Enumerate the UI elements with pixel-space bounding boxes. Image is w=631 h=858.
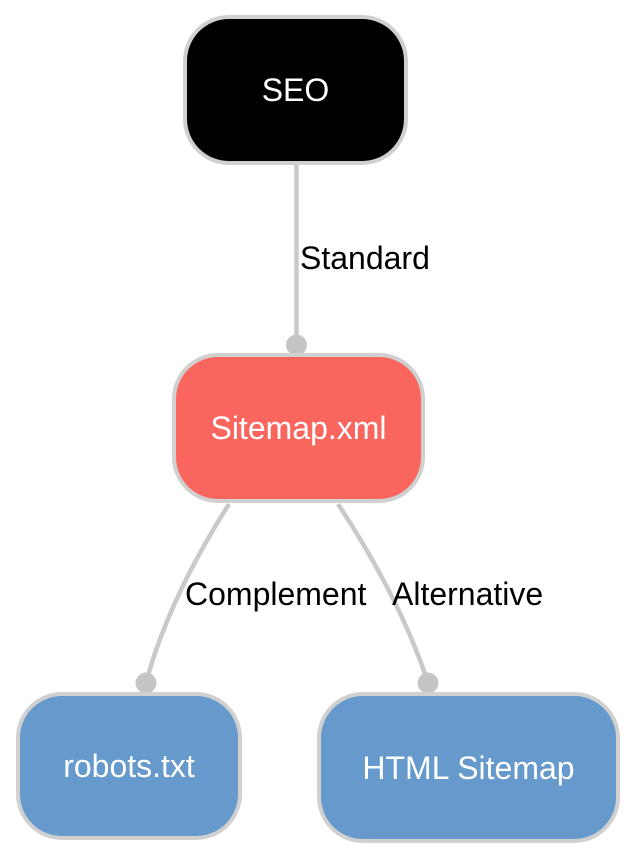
- edge-sitemap-robots: [143, 502, 231, 684]
- edge-label-standard: Standard: [300, 240, 430, 276]
- node-html-sitemap: HTML Sitemap: [317, 692, 620, 843]
- node-seo-label: SEO: [261, 72, 330, 108]
- node-robots-txt-label: robots.txt: [63, 748, 195, 784]
- node-robots-txt: robots.txt: [16, 692, 242, 840]
- edge-sitemap-htmlsitemap: [336, 502, 431, 684]
- node-sitemap-xml: Sitemap.xml: [172, 353, 425, 503]
- edge-endpoint-dot: [286, 334, 307, 356]
- node-sitemap-xml-label: Sitemap.xml: [210, 410, 387, 446]
- edge-endpoint-dot: [135, 672, 157, 694]
- node-seo: SEO: [183, 15, 408, 165]
- node-html-sitemap-label: HTML Sitemap: [362, 749, 575, 786]
- edge-endpoint-dot: [417, 672, 439, 694]
- edge-label-alternative: Alternative: [392, 576, 544, 612]
- edge-label-complement: Complement: [185, 576, 367, 612]
